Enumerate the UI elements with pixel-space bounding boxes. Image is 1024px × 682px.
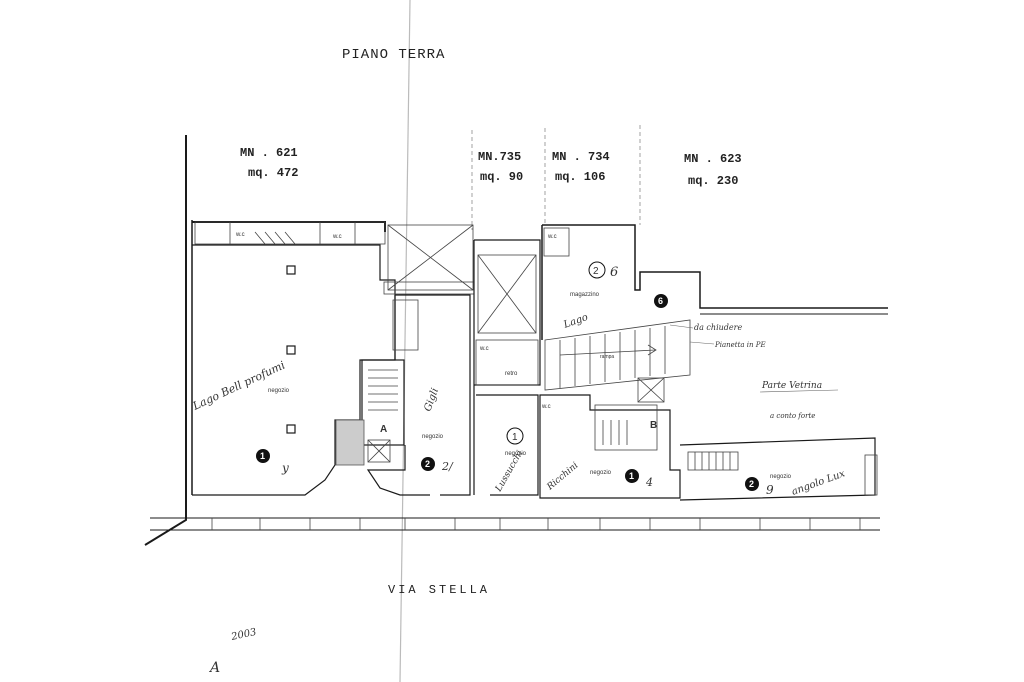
scan-fold-line xyxy=(399,0,411,682)
ramp-lines xyxy=(559,326,666,388)
handwritten-left-shop: Lago Bell profumi xyxy=(190,359,287,414)
unit-marker-right-2: 2 xyxy=(745,477,759,491)
handwritten-pianetta: Pianetta in PE xyxy=(714,341,766,349)
courtyard-left-base xyxy=(383,281,475,295)
ramp-label: rampa xyxy=(600,354,614,360)
unit-marker-top-2: 2 xyxy=(588,261,606,279)
column xyxy=(286,265,296,275)
retro-label: retro xyxy=(505,371,518,377)
plan-title: PIANO TERRA xyxy=(342,47,445,63)
lift-a xyxy=(367,439,391,463)
unit-number: 6 xyxy=(658,296,663,306)
right-shop2-treads xyxy=(694,452,731,470)
shop2-wc xyxy=(392,299,419,351)
wc-label: w.c xyxy=(332,234,342,240)
mid-shop1-wall xyxy=(476,394,539,496)
column xyxy=(286,345,296,355)
wc-label: w.c xyxy=(547,234,557,240)
unit-marker-left-1: 1 xyxy=(256,449,270,463)
right-shop2-label: negozio xyxy=(770,474,792,480)
street-name: VIA STELLA xyxy=(388,583,490,597)
stair-b-label: B xyxy=(650,420,657,431)
courtyard-left xyxy=(387,224,474,291)
handwritten-ricchini: Ricchini xyxy=(545,461,581,493)
shaded-area xyxy=(335,419,365,466)
parcel-id-735: MN.735 xyxy=(478,150,521,164)
magazzino-label: magazzino xyxy=(570,292,600,298)
wc-label: w.c xyxy=(541,404,551,410)
unit-marker-mid-1: 1 xyxy=(506,427,524,445)
right-shop1-wall xyxy=(539,394,681,499)
magazzino-wall xyxy=(541,224,888,340)
wc-top xyxy=(543,227,570,257)
unit-number: 1 xyxy=(629,471,634,481)
handwritten-lago2: Lago xyxy=(561,312,589,331)
parcel-id-734: MN . 734 xyxy=(552,150,610,164)
ramp-arrow xyxy=(559,349,656,356)
right-shop2-pier xyxy=(864,454,878,496)
parcel-id-621: MN . 621 xyxy=(240,146,298,160)
wc-label: w.c xyxy=(235,232,245,238)
stair-b-treads xyxy=(602,420,628,445)
wc-hatch xyxy=(254,231,296,245)
parcel-area-621: mq. 472 xyxy=(248,166,298,180)
unit-number: 2 xyxy=(425,459,430,469)
courtyard-cross xyxy=(387,224,474,291)
unit-number: 1 xyxy=(260,451,265,461)
lift-cross xyxy=(367,439,391,463)
ramp xyxy=(544,319,691,391)
vetrina-underline xyxy=(759,389,839,393)
street-frontage xyxy=(150,517,880,531)
unit-number: 2 xyxy=(749,479,754,489)
room-label-negozio: negozio xyxy=(268,388,290,394)
handwritten-angolo: angolo Lux xyxy=(790,468,847,498)
left-shop-wall xyxy=(192,244,396,496)
wc-label: w.c xyxy=(479,346,489,352)
back-wall-left xyxy=(192,221,386,232)
parcel-area-735: mq. 90 xyxy=(480,170,523,184)
wc-block-left xyxy=(194,221,386,245)
parcel-area-734: mq. 106 xyxy=(555,170,605,184)
right-shop2-stair xyxy=(687,451,739,471)
unit-number: 2 xyxy=(593,266,599,277)
lift-cross xyxy=(637,377,665,403)
handwritten-shop2: Gigli xyxy=(422,387,441,413)
column xyxy=(286,424,296,434)
handwritten-note-4: 4 xyxy=(645,476,653,489)
courtyard-mid xyxy=(477,254,537,334)
stair-a xyxy=(361,359,405,446)
handwritten-corner-year: 2003 xyxy=(229,627,257,643)
leader-line xyxy=(689,341,715,345)
unit-marker-left-2: 2 xyxy=(421,457,435,471)
handwritten-da-chiudere: da chiudere xyxy=(694,323,742,332)
handwritten-parte-vetrina: Parte Vetrina xyxy=(761,381,822,391)
handwritten-note-9: 9 xyxy=(766,483,774,497)
handwritten-note-z: y xyxy=(281,461,289,475)
leader-line xyxy=(669,324,694,329)
lift-b xyxy=(637,377,665,403)
parcel-area-623: mq. 230 xyxy=(688,174,738,188)
stair-a-label: A xyxy=(380,424,387,435)
note-6: 6 xyxy=(610,265,618,280)
unit-marker-b: 6 xyxy=(654,294,668,308)
unit-marker-right-1: 1 xyxy=(625,469,639,483)
stair-b xyxy=(594,404,658,451)
mid-shop1-label: negozio xyxy=(505,451,527,457)
retro-room xyxy=(475,339,539,386)
unit-number: 1 xyxy=(512,432,518,443)
left-boundary-wall xyxy=(144,135,187,546)
right-shop2-wall xyxy=(679,437,876,501)
shop2-label: negozio xyxy=(422,434,444,440)
shop2-wall xyxy=(366,294,471,496)
right-shop1-label: negozio xyxy=(590,470,612,476)
parcel-id-623: MN . 623 xyxy=(684,152,742,166)
frontage-ticks xyxy=(211,518,861,530)
handwritten-interna: a conto forte xyxy=(770,412,815,420)
courtyard-cross xyxy=(477,254,537,334)
handwritten-note-2q: 2/ xyxy=(441,460,454,473)
handwritten-corner-a: A xyxy=(208,660,220,676)
stair-a-treads xyxy=(368,369,398,411)
ramp-arrowhead xyxy=(647,344,657,356)
